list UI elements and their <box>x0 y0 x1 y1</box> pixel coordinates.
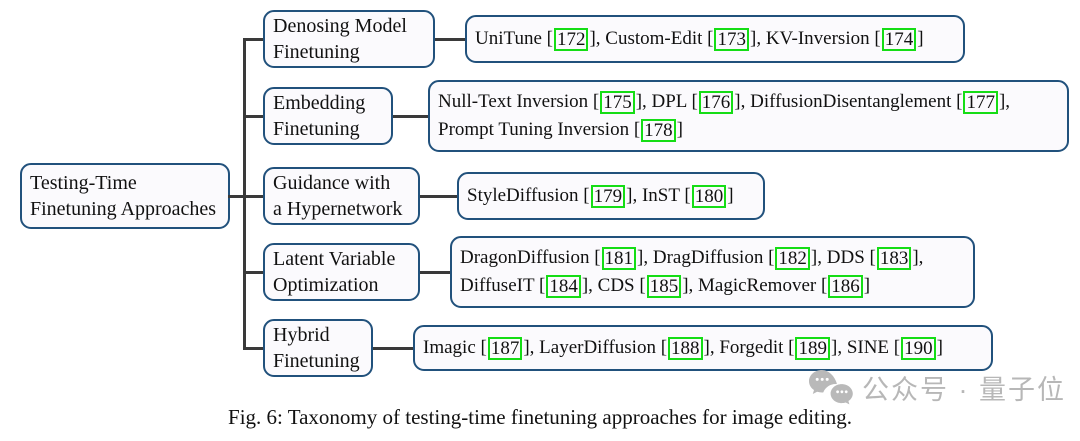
connector-line <box>242 37 246 350</box>
citation-ref[interactable]: 179 <box>590 185 626 208</box>
method-entry: CDS [185] <box>597 275 689 298</box>
leaf-text-line: Null-Text Inversion [175], DPL [176], Di… <box>438 91 1011 114</box>
root-label-line: Testing-Time <box>30 172 137 194</box>
branch-label-line: Hybrid <box>273 324 330 346</box>
leaf-text-line: DiffuseIT [184], CDS [185], MagicRemover… <box>460 275 871 298</box>
figure-caption: Fig. 6: Taxonomy of testing-time finetun… <box>228 405 852 429</box>
branch-label-line: Guidance with <box>273 172 391 194</box>
method-entry: Custom-Edit [173] <box>605 28 757 51</box>
leaf-text-line: UniTune [172], Custom-Edit [173], KV-Inv… <box>475 28 924 51</box>
citation-ref[interactable]: 172 <box>553 28 589 51</box>
citation-ref[interactable]: 177 <box>963 91 998 114</box>
connector-line <box>244 270 265 274</box>
connector-line <box>420 194 459 198</box>
citation-ref[interactable]: 175 <box>600 91 635 114</box>
citation-ref[interactable]: 173 <box>714 28 749 51</box>
root-node: Testing-Time Finetuning Approaches <box>20 163 230 229</box>
method-entry: Forgedit [189] <box>719 337 838 360</box>
method-entry: DPL [176] <box>651 91 741 114</box>
method-entry: DDS [183] <box>826 247 919 270</box>
method-entry: DiffuseIT [184] <box>460 275 589 298</box>
branch-node: Guidance with a Hypernetwork <box>263 167 420 225</box>
citation-ref[interactable]: 185 <box>646 275 682 298</box>
method-entry: MagicRemover [186] <box>698 275 871 298</box>
citation-ref[interactable]: 190 <box>901 337 936 360</box>
watermark: 公众号 · 量子位 <box>808 368 1066 407</box>
leaf-text-line: Imagic [187], LayerDiffusion [188], Forg… <box>423 337 943 360</box>
branch-label-line: Finetuning <box>273 41 360 63</box>
method-entry: DragonDiffusion [181] <box>460 247 644 270</box>
citation-ref[interactable]: 182 <box>775 247 810 270</box>
method-entry: Prompt Tuning Inversion [178] <box>438 119 683 142</box>
leaf-node: StyleDiffusion [179], InST [180] <box>457 172 765 220</box>
citation-ref[interactable]: 181 <box>601 247 637 270</box>
method-entry: StyleDiffusion [179] <box>467 185 633 208</box>
method-entry: LayerDiffusion [188] <box>539 337 710 360</box>
branch-label-line: a Hypernetwork <box>273 198 403 220</box>
connector-line <box>420 270 452 274</box>
citation-ref[interactable]: 174 <box>881 28 917 51</box>
method-entry: DragDiffusion [182] <box>652 247 818 270</box>
method-entry: Null-Text Inversion [175] <box>438 91 643 114</box>
connector-line <box>228 194 244 198</box>
leaf-node: Imagic [187], LayerDiffusion [188], Forg… <box>413 325 993 371</box>
citation-ref[interactable]: 189 <box>795 337 830 360</box>
connector-line <box>244 114 265 118</box>
connector-line <box>393 114 430 118</box>
connector-line <box>435 37 467 41</box>
citation-ref[interactable]: 184 <box>546 275 581 298</box>
citation-ref[interactable]: 180 <box>691 185 727 208</box>
connector-line <box>244 346 265 350</box>
branch-label-line: Denosing Model <box>273 15 407 37</box>
citation-ref[interactable]: 186 <box>828 275 863 298</box>
citation-ref[interactable]: 187 <box>487 337 523 360</box>
watermark-text: 公众号 · 量子位 <box>862 375 1066 405</box>
wechat-icon <box>808 369 854 407</box>
citation-ref[interactable]: 188 <box>668 337 703 360</box>
method-entry: DiffusionDisentanglement [177] <box>750 91 1006 114</box>
leaf-node: DragonDiffusion [181], DragDiffusion [18… <box>450 236 975 308</box>
root-label-line: Finetuning Approaches <box>30 198 217 220</box>
branch-label-line: Finetuning <box>273 350 360 372</box>
citation-ref[interactable]: 178 <box>641 119 676 142</box>
connector-line <box>373 346 415 350</box>
method-entry: KV-Inversion [174] <box>765 28 924 51</box>
branch-label-line: Optimization <box>273 274 379 296</box>
method-entry: SINE [190] <box>846 337 943 360</box>
leaf-text-line: DragonDiffusion [181], DragDiffusion [18… <box>460 247 924 270</box>
branch-label-line: Finetuning <box>273 118 360 140</box>
leaf-text-line: Prompt Tuning Inversion [178] <box>438 116 1059 144</box>
connector-line <box>244 37 265 41</box>
leaf-text-line: StyleDiffusion [179], InST [180] <box>467 185 734 208</box>
citation-ref[interactable]: 176 <box>698 91 734 114</box>
leaf-node: Null-Text Inversion [175], DPL [176], Di… <box>428 80 1069 152</box>
method-entry: InST [180] <box>641 185 734 208</box>
branch-label-line: Embedding <box>273 92 366 114</box>
leaf-node: UniTune [172], Custom-Edit [173], KV-Inv… <box>465 15 965 63</box>
connector-line <box>244 194 265 198</box>
branch-label-line: Latent Variable <box>273 248 396 270</box>
citation-ref[interactable]: 183 <box>876 247 912 270</box>
method-entry: Imagic [187] <box>423 337 530 360</box>
method-entry: UniTune [172] <box>475 28 596 51</box>
